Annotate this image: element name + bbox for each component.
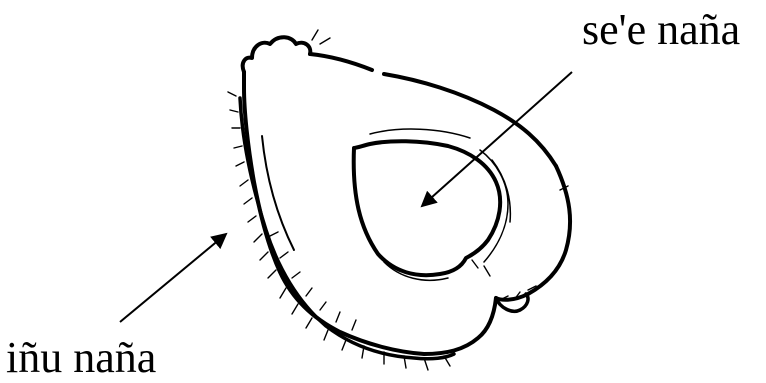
seed-outline [354,141,500,275]
avocado-fruit [240,37,570,359]
skin-leader-arrow [120,234,226,322]
skin-texture [228,30,568,370]
avocado-skin-line [240,98,454,359]
avocado-top-edge-2 [384,74,556,166]
seed-label: se'e naña [582,8,740,52]
seed-coat-line [370,129,470,138]
avocado-top-edge [310,54,372,70]
avocado-right-edge [496,166,570,300]
skin-label: iñu naña [6,336,156,380]
avocado-bottom-edge [244,72,496,354]
avocado-seed [354,129,511,280]
avocado-stem-end [243,37,311,72]
